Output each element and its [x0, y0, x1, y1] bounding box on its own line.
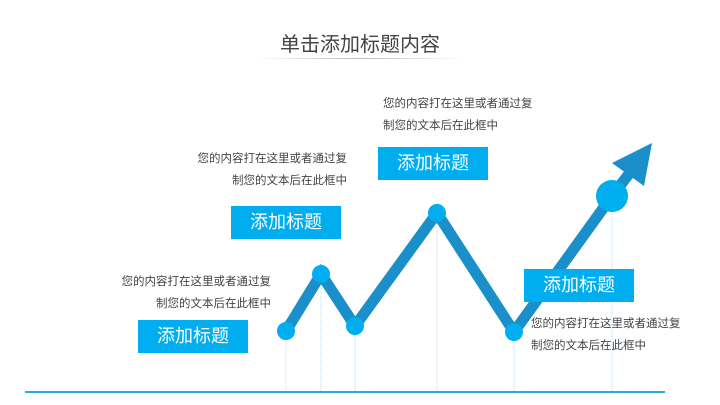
- desc-line: 您的内容打在这里或者通过复: [197, 151, 348, 165]
- trend-line: [281, 166, 637, 342]
- desc-line: 您的内容打在这里或者通过复: [531, 316, 681, 330]
- arrow-head-icon: [612, 143, 652, 186]
- item-2-heading[interactable]: 添加标题: [231, 206, 341, 239]
- point: [596, 180, 628, 212]
- desc-line: 制您的文本后在此框中: [531, 338, 646, 352]
- point: [346, 317, 364, 335]
- desc-line: 制您的文本后在此框中: [156, 296, 271, 310]
- item-1-desc: 您的内容打在这里或者通过复 制您的文本后在此框中: [122, 270, 272, 314]
- item-4-heading[interactable]: 添加标题: [524, 269, 634, 302]
- point: [312, 265, 330, 283]
- desc-line: 您的内容打在这里或者通过复: [383, 96, 533, 110]
- point: [505, 323, 523, 341]
- item-2-desc: 您的内容打在这里或者通过复 制您的文本后在此框中: [198, 147, 348, 191]
- item-4-desc: 您的内容打在这里或者通过复 制您的文本后在此框中: [531, 312, 681, 356]
- item-3-desc: 您的内容打在这里或者通过复 制您的文本后在此框中: [383, 92, 533, 136]
- title-underline: [255, 58, 465, 59]
- desc-line: 制您的文本后在此框中: [232, 173, 347, 187]
- point: [277, 322, 295, 340]
- desc-line: 制您的文本后在此框中: [383, 118, 498, 132]
- point: [428, 204, 446, 222]
- item-1-heading[interactable]: 添加标题: [138, 320, 248, 353]
- desc-line: 您的内容打在这里或者通过复: [121, 274, 272, 288]
- item-3-heading[interactable]: 添加标题: [378, 147, 488, 180]
- slide-title: 单击添加标题内容: [280, 32, 440, 56]
